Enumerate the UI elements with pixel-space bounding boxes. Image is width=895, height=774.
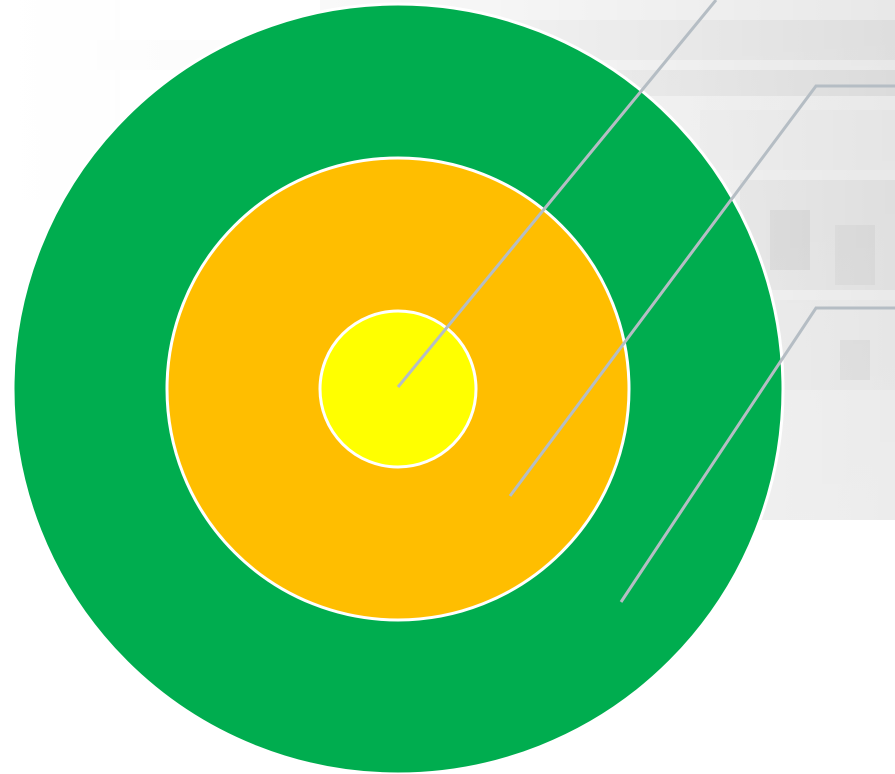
leader-line-middle bbox=[508, 84, 895, 497]
inner-ring bbox=[318, 309, 478, 469]
leader-line-outer bbox=[619, 306, 895, 603]
leader-line-inner bbox=[396, 0, 718, 388]
